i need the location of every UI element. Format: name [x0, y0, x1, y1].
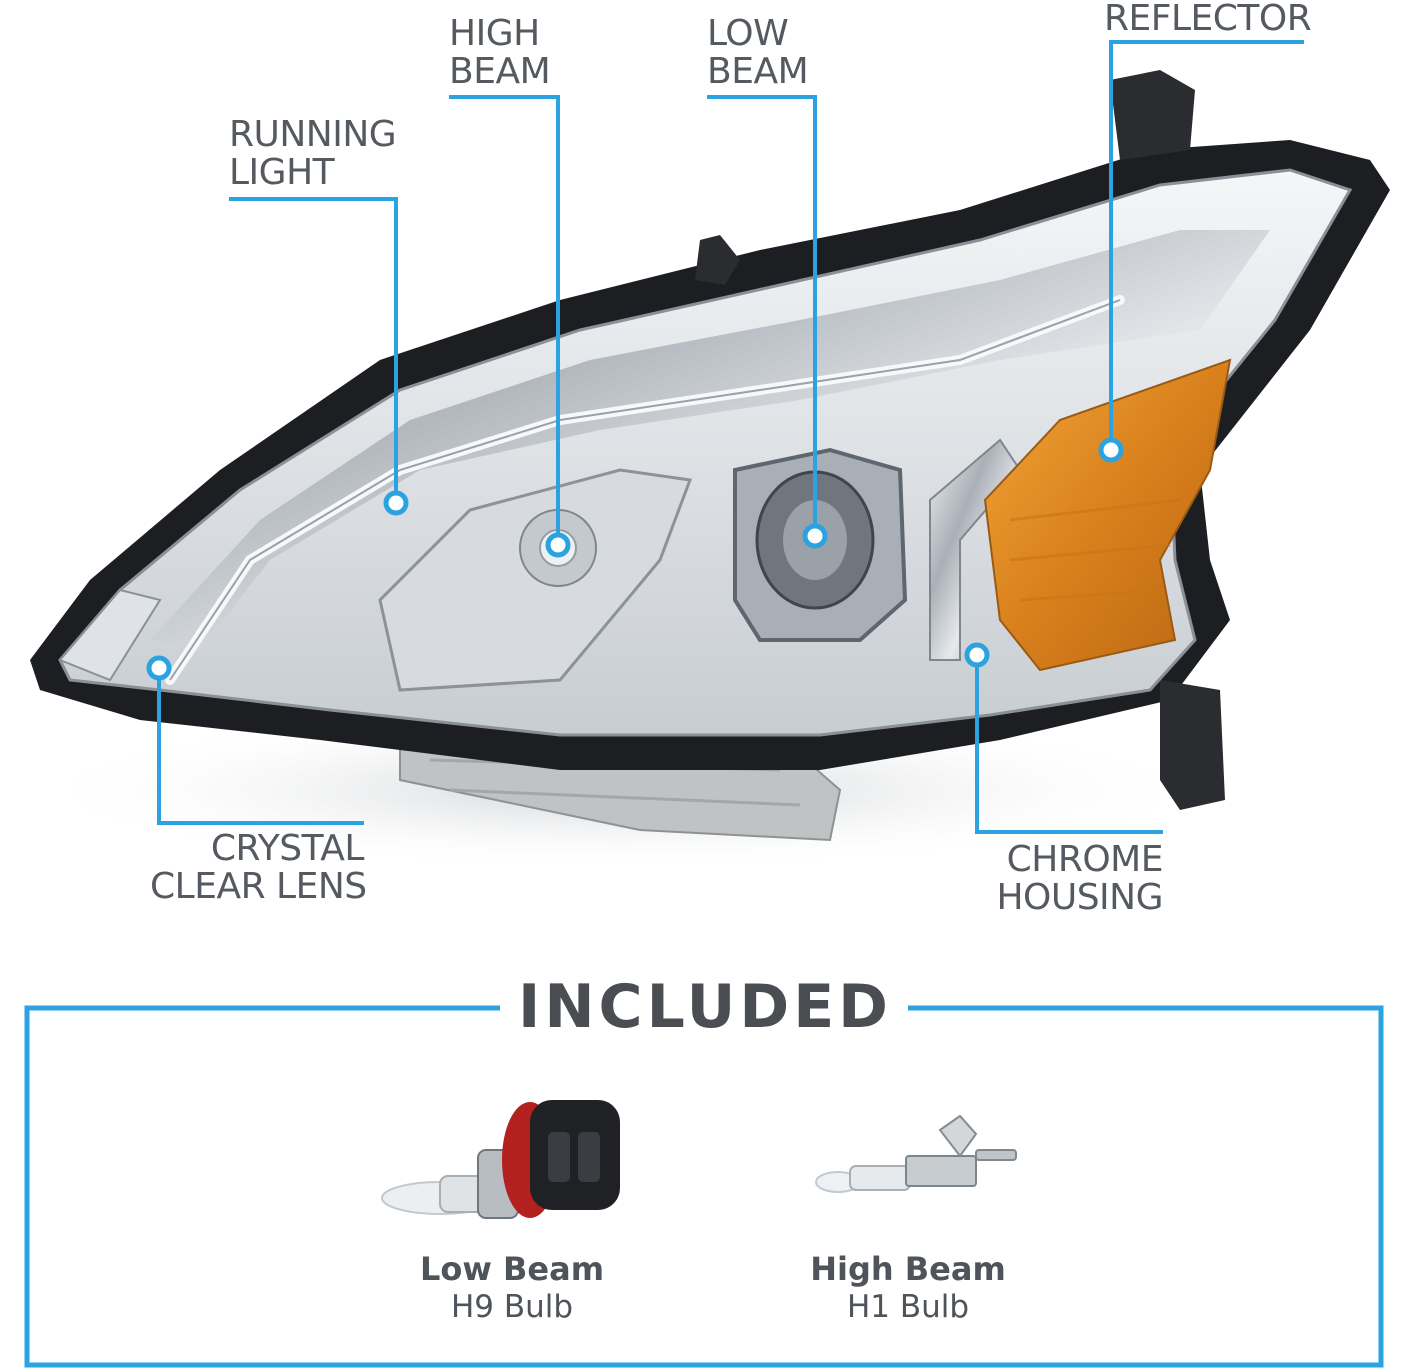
running-light-marker: [383, 490, 409, 516]
low-beam-label: LOW BEAM: [707, 13, 809, 92]
headlight-illustration: [20, 70, 1390, 870]
included-title: INCLUDED: [518, 972, 892, 1042]
reflector-line: [1109, 40, 1304, 450]
crystal-clear-lens-label: CRYSTAL CLEAR LENS: [150, 828, 367, 907]
running-light-line: [229, 197, 398, 503]
h1-bulb-icon: [815, 1114, 1017, 1193]
low-beam-marker: [802, 523, 828, 549]
low-beam-bulb-caption: Low Beam H9 Bulb: [419, 1250, 605, 1325]
callout-lines: [146, 40, 1304, 834]
high-beam-line: [449, 95, 560, 545]
crystal-lens-marker: [146, 655, 172, 681]
crystal-lens-line: [157, 668, 364, 825]
high-beam-marker: [545, 532, 571, 558]
high-beam-bulb-caption: High Beam H1 Bulb: [810, 1250, 1006, 1325]
chrome-housing-label: CHROME HOUSING: [996, 839, 1163, 918]
running-light-label: RUNNING LIGHT: [229, 114, 397, 193]
high-beam-label: HIGH BEAM: [449, 13, 551, 92]
h9-bulb-icon: [381, 1100, 620, 1219]
chrome-housing-marker: [964, 642, 990, 668]
chrome-housing-line: [975, 655, 1163, 834]
reflector-marker: [1098, 437, 1124, 463]
low-beam-line: [707, 95, 817, 536]
reflector-label: REFLECTOR: [1104, 0, 1312, 39]
